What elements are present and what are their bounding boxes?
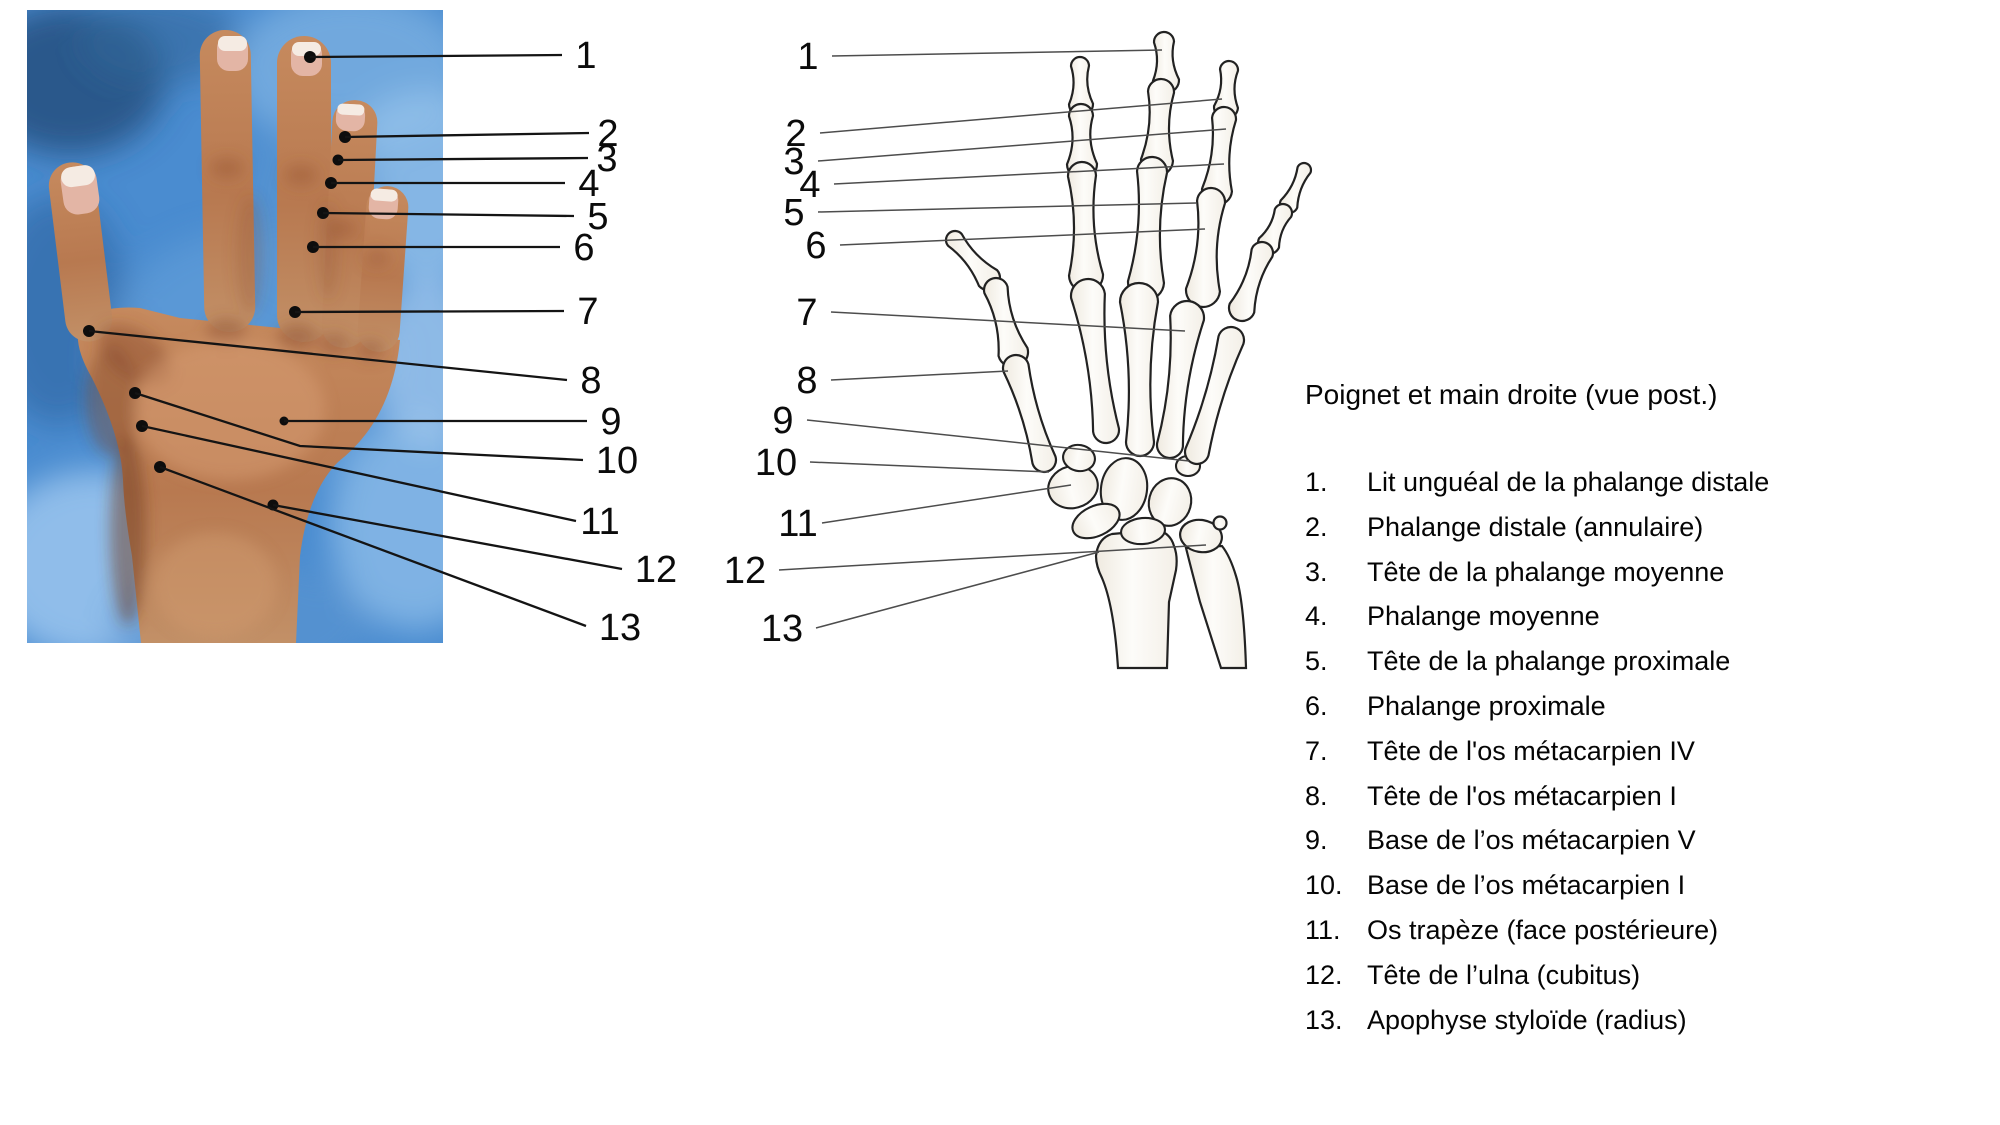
ulna-head: [1179, 518, 1223, 554]
photo-label-8: 8: [580, 360, 601, 402]
thumb-distal-phalanx: [944, 229, 1002, 291]
photo-label-13: 13: [599, 607, 641, 649]
skeleton-label-10: 10: [755, 442, 797, 484]
lunate-bone: [1120, 516, 1166, 546]
legend-item-11: 11.Os trapèze (face postérieure): [1305, 915, 1718, 945]
metacarpal-1: [1001, 353, 1058, 474]
skeleton-labels: 1 2 3 4 5 6 7 8 9 10 11 12 13: [724, 36, 827, 650]
photo-label-5: 5: [587, 196, 608, 238]
index-distal-phalanx: [1067, 55, 1095, 118]
skeleton-label-13: 13: [761, 608, 803, 650]
skeleton-leader-lines: [778, 49, 1227, 629]
ulna-styloid: [1212, 515, 1228, 531]
skeleton-drawing: [944, 30, 1312, 670]
photo-label-10: 10: [596, 440, 638, 482]
skeleton-label-2: 2: [785, 113, 806, 155]
photo-label-9: 9: [600, 401, 621, 443]
index-nail: [217, 36, 248, 71]
trapezoid-bone: [1062, 443, 1096, 473]
middle-proximal-phalanx: [1126, 155, 1169, 301]
photo-label-11: 11: [580, 501, 619, 543]
little-proximal-phalanx: [1227, 240, 1275, 323]
index-middle-phalanx: [1065, 102, 1099, 181]
photo-label-7: 7: [577, 291, 598, 333]
photo-label-3: 3: [596, 138, 617, 180]
photo-label-12: 12: [635, 549, 677, 591]
metacarpal-3: [1118, 281, 1160, 458]
little-finger: [357, 186, 409, 352]
legend-item-8: 8.Tête de l'os métacarpien I: [1305, 781, 1677, 811]
photo-label-6: 6: [573, 227, 594, 269]
skeleton-label-3: 3: [783, 141, 804, 183]
fingernails: [60, 36, 399, 220]
photo-labels: 1 2 3 4 5 6 7 8 9 10 11 12 13: [573, 35, 677, 649]
skeleton-label-11: 11: [778, 503, 817, 545]
ring-nail: [335, 103, 366, 132]
legend-item-9: 9.Base de l’os métacarpien V: [1305, 825, 1696, 855]
ring-distal-phalanx: [1212, 60, 1240, 120]
legend-item-4: 4.Phalange moyenne: [1305, 601, 1600, 631]
little-middle-phalanx: [1256, 202, 1294, 256]
little-nail: [368, 188, 399, 220]
metacarpal-5: [1183, 325, 1246, 465]
legend-item-12: 12.Tête de l’ulna (cubitus): [1305, 960, 1640, 990]
thumb-proximal-phalanx: [982, 277, 1030, 369]
photo-label-4: 4: [578, 163, 599, 205]
metacarpal-2: [1069, 277, 1120, 444]
legend-item-2: 2.Phalange distale (annulaire): [1305, 512, 1703, 542]
skeleton-label-9: 9: [772, 400, 793, 442]
legend-item-7: 7.Tête de l'os métacarpien IV: [1305, 736, 1695, 766]
thumb-nail: [60, 165, 100, 215]
skeleton-label-4: 4: [799, 164, 820, 206]
index-proximal-phalanx: [1066, 160, 1105, 294]
legend-item-13: 13.Apophyse styloïde (radius): [1305, 1005, 1687, 1035]
little-distal-phalanx: [1279, 162, 1312, 214]
skeleton-label-6: 6: [805, 225, 826, 267]
legend: Poignet et main droite (vue post.) 1.Lit…: [1305, 379, 1769, 1035]
legend-item-1: 1.Lit unguéal de la phalange distale: [1305, 467, 1769, 497]
skeleton-label-12: 12: [724, 550, 766, 592]
scaphoid-bone: [1071, 502, 1121, 540]
legend-title: Poignet et main droite (vue post.): [1305, 379, 1717, 410]
metacarpal-4: [1155, 299, 1206, 460]
skeleton-label-7: 7: [796, 292, 817, 334]
legend-item-6: 6.Phalange proximale: [1305, 691, 1606, 721]
ring-middle-phalanx: [1200, 106, 1238, 207]
radius-bone: [1094, 528, 1178, 670]
skeleton-label-1: 1: [797, 36, 818, 78]
ulna-bone: [1184, 544, 1248, 670]
skeleton-label-5: 5: [783, 192, 804, 234]
photo-label-2: 2: [597, 113, 618, 155]
middle-finger: [277, 36, 331, 342]
photo-label-1: 1: [575, 35, 596, 77]
photo-leader-lines: [88, 53, 623, 628]
legend-item-10: 10.Base de l’os métacarpien I: [1305, 870, 1685, 900]
hand-photo: [27, 10, 443, 643]
ring-proximal-phalanx: [1184, 187, 1227, 308]
legend-item-3: 3.Tête de la phalange moyenne: [1305, 557, 1724, 587]
legend-item-5: 5.Tête de la phalange proximale: [1305, 646, 1730, 676]
middle-distal-phalanx: [1151, 30, 1181, 94]
skeleton-label-8: 8: [796, 360, 817, 402]
skin-shading: [86, 157, 390, 637]
